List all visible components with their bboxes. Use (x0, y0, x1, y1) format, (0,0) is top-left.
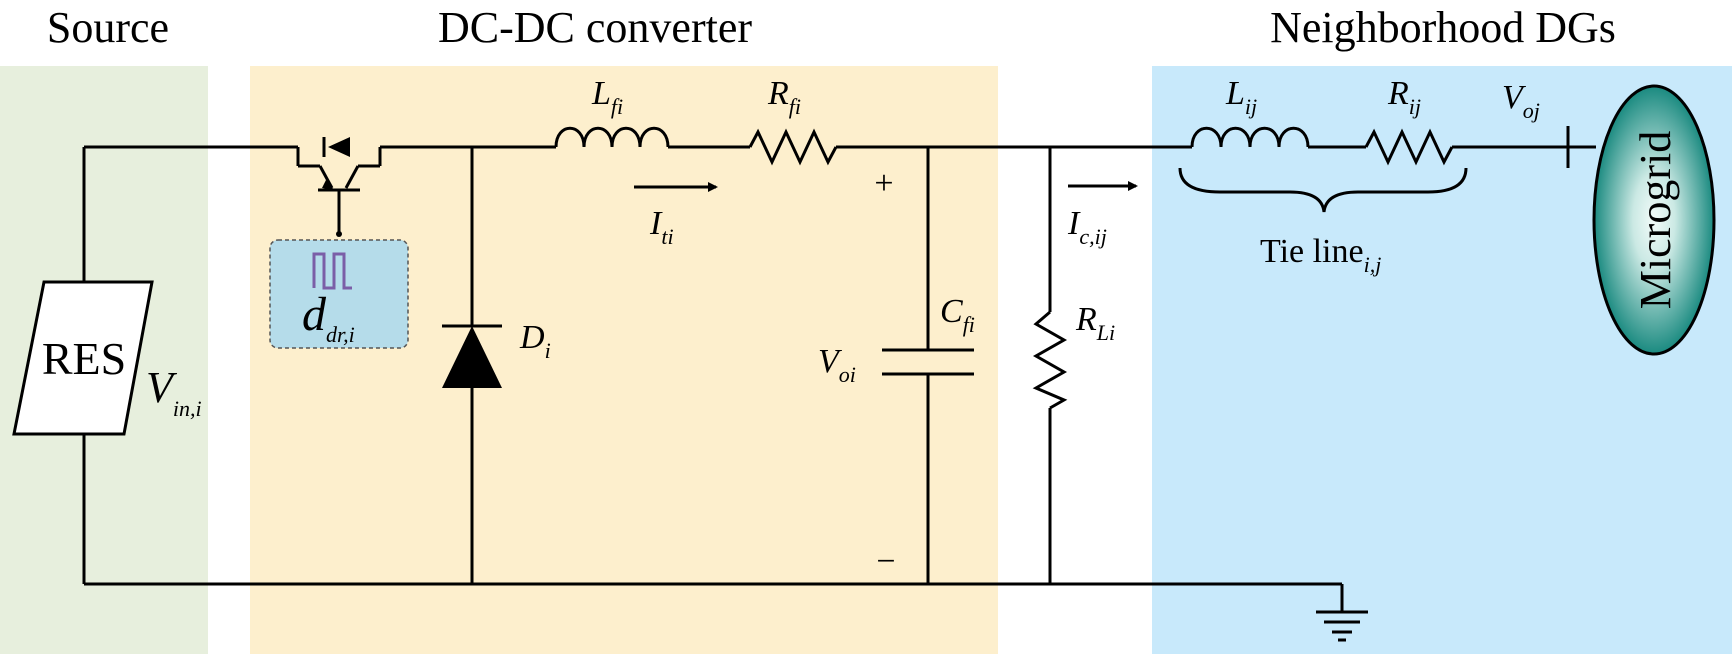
pwm-duty-box: ddr,i (269, 239, 409, 349)
inductor-lf-icon (554, 126, 670, 148)
neighborhood-title: Neighborhood DGs (1270, 3, 1616, 52)
duty-label: ddr,i (302, 288, 355, 347)
circuit-wires (82, 145, 1596, 612)
ground-icon (1316, 610, 1368, 642)
source-title: Source (47, 3, 169, 52)
pwm-wave-icon (312, 252, 352, 290)
cf-label: Cfi (940, 293, 975, 337)
converter-title: DC-DC converter (438, 3, 752, 52)
microgrid-label: Microgrid (1631, 131, 1680, 309)
it-label: Iti (649, 205, 674, 249)
resistor-load-icon (1032, 310, 1068, 410)
capacitor-icon (882, 348, 974, 376)
diode-label: Di (519, 319, 551, 363)
resistor-rf-icon (748, 128, 838, 166)
rij-label: Rij (1387, 75, 1421, 119)
minus-sign: − (876, 543, 895, 580)
rl-label: RLi (1075, 301, 1115, 345)
res-source: RES (12, 280, 154, 436)
rf-label: Rfi (767, 75, 801, 119)
microgrid-node: Microgrid (1592, 84, 1716, 356)
resistor-rij-icon (1364, 128, 1454, 166)
inductor-lij-icon (1190, 126, 1310, 148)
plus-sign: + (874, 165, 893, 202)
switch-icon (296, 137, 382, 237)
converter-section-bg (250, 66, 998, 654)
diode-icon (442, 324, 502, 388)
tieline-brace-icon (1178, 167, 1468, 213)
tieline-label: Tie linei,j (1260, 233, 1381, 277)
ic-label: Ic,ij (1067, 205, 1107, 249)
vin-label: Vin,i (146, 363, 202, 421)
res-label: RES (42, 333, 126, 384)
voj-label: Voj (1502, 79, 1540, 123)
lij-label: Lij (1225, 75, 1257, 119)
lf-label: Lfi (591, 75, 623, 119)
